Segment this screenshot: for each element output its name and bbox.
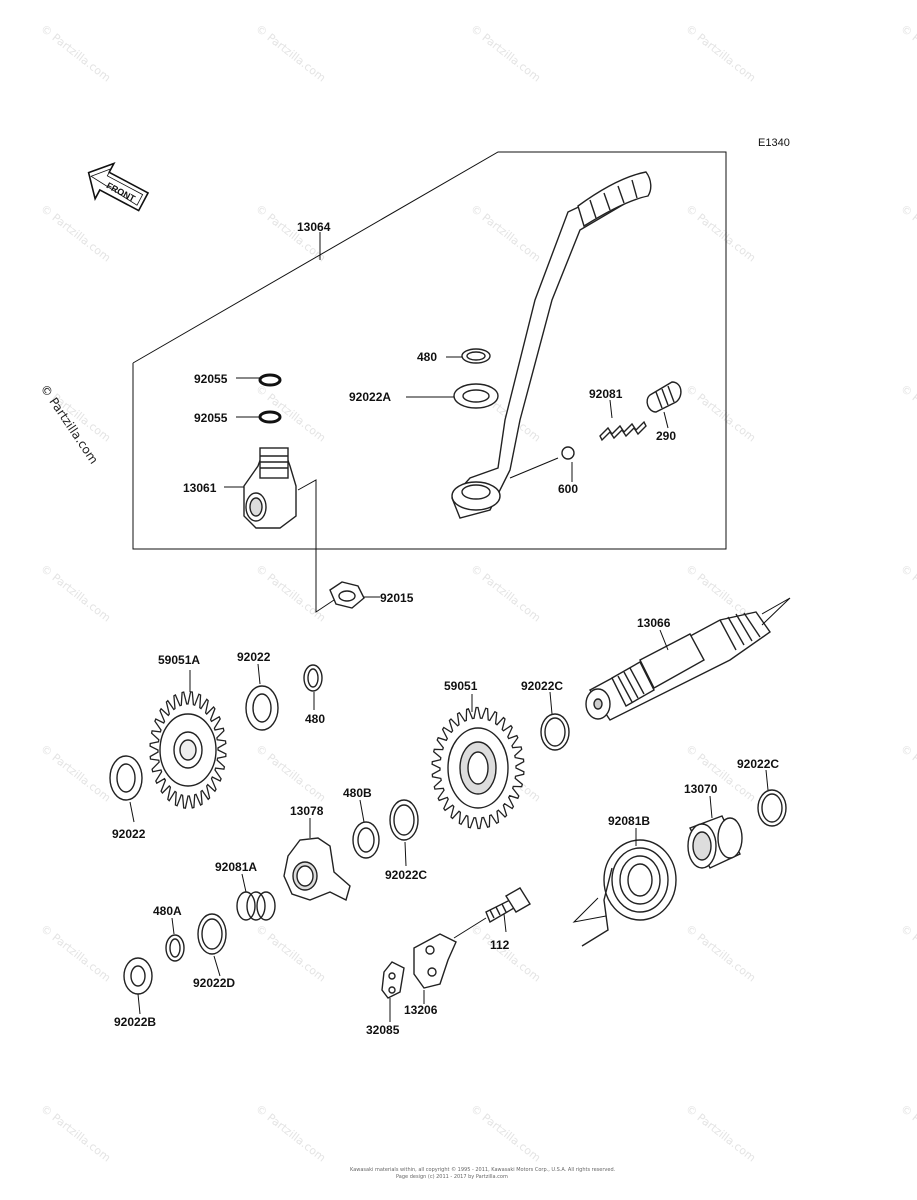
- label-13078: 13078: [290, 804, 324, 818]
- label-92081B: 92081B: [608, 814, 650, 828]
- label-480-mid: 480: [305, 712, 325, 726]
- part-92081B-spring: [572, 839, 677, 947]
- label-59051: 59051: [444, 679, 478, 693]
- label-92022-left: 92022: [112, 827, 146, 841]
- part-92022B: [123, 957, 153, 995]
- copyright-footer-line2: Page design (c) 2011 - 2017 by Partzilla…: [396, 1174, 508, 1180]
- watermark-text: © Partzilla.com: [468, 562, 543, 625]
- part-92022-top: [245, 685, 279, 731]
- label-13206: 13206: [404, 1003, 438, 1017]
- label-13064: 13064: [297, 220, 331, 234]
- watermark-text: © Partzilla.com: [38, 202, 113, 265]
- watermark-text: © Partzilla.com: [898, 202, 917, 265]
- part-92022-left: [109, 755, 143, 801]
- part-92022C-a: [540, 713, 570, 751]
- watermark-text: © Partzilla.com: [468, 1102, 543, 1165]
- label-13066: 13066: [637, 616, 671, 630]
- part-92055-b: [258, 410, 282, 424]
- copyright-footer-line1: Kawasaki materials within, all copyright…: [350, 1166, 616, 1173]
- watermark-text: © Partzilla.com: [898, 22, 917, 85]
- label-92022-top: 92022: [237, 650, 271, 664]
- part-92022C-b: [389, 799, 419, 841]
- label-92081A: 92081A: [215, 860, 257, 874]
- watermark-text: © Partzilla.com: [683, 22, 758, 85]
- label-480B: 480B: [343, 786, 372, 800]
- label-92015: 92015: [380, 591, 414, 605]
- watermark-text: © Partzilla.com: [38, 742, 113, 805]
- watermark-text: © Partzilla.com: [38, 922, 113, 985]
- watermark-text: © Partzilla.com: [683, 382, 758, 445]
- watermark-text: © Partzilla.com: [683, 202, 758, 265]
- label-13061: 13061: [183, 481, 217, 495]
- part-480B: [352, 821, 380, 859]
- watermark-text: © Partzilla.com: [468, 22, 543, 85]
- watermark-text: © Partzilla.com: [253, 22, 328, 85]
- label-600: 600: [558, 482, 578, 496]
- watermark-layer: © Partzilla.com © Partzilla.com © Partzill…: [38, 22, 917, 1165]
- part-92022D: [197, 913, 227, 955]
- assembly-box-outline: [132, 151, 727, 550]
- part-13206-pawl: [413, 933, 457, 989]
- part-480-mid: [303, 664, 323, 692]
- watermark-text: © Partzilla.com: [253, 922, 328, 985]
- label-480A: 480A: [153, 904, 182, 918]
- watermark-text: © Partzilla.com: [38, 22, 113, 85]
- label-92081: 92081: [589, 387, 623, 401]
- part-13078-ratchet: [283, 837, 351, 902]
- label-59051A: 59051A: [158, 653, 200, 667]
- watermark-text: © Partzilla.com: [683, 1102, 758, 1165]
- part-92022C-c: [757, 789, 787, 827]
- watermark-text: © Partzilla.com: [898, 742, 917, 805]
- watermark-text: © Partzilla.com: [253, 742, 328, 805]
- label-92055-a: 92055: [194, 372, 228, 386]
- watermark-text: © Partzilla.com: [898, 922, 917, 985]
- part-480A: [165, 934, 185, 962]
- part-290-plunger: [646, 381, 682, 413]
- part-59051A-gear: [149, 691, 227, 809]
- label-13070: 13070: [684, 782, 718, 796]
- label-92022C-c: 92022C: [737, 757, 779, 771]
- watermark-text: © Partzilla.com: [683, 922, 758, 985]
- label-92022C-b: 92022C: [385, 868, 427, 882]
- watermark-text: © Partzilla.com: [898, 382, 917, 445]
- diagram-code: E1340: [758, 137, 790, 149]
- part-92055-a: [258, 373, 282, 387]
- label-92022A: 92022A: [349, 390, 391, 404]
- part-92081-spring: [599, 420, 647, 442]
- watermark-text: © Partzilla.com: [38, 1102, 113, 1165]
- front-arrow-icon: FRONT: [87, 161, 150, 212]
- label-112: 112: [490, 938, 510, 952]
- watermark-text: © Partzilla.com: [253, 562, 328, 625]
- label-32085: 32085: [366, 1023, 400, 1037]
- part-112-bolt: [485, 887, 531, 924]
- kick-pedal-lever: [451, 171, 652, 519]
- part-59051-gear: [431, 706, 525, 830]
- watermark-text: © Partzilla.com: [898, 562, 917, 625]
- watermark-text: © Partzilla.com: [898, 1102, 917, 1165]
- watermark-text: © Partzilla.com: [253, 1102, 328, 1165]
- label-480-top: 480: [417, 350, 437, 364]
- part-13070-collar: [687, 815, 743, 869]
- part-92022A: [453, 383, 499, 409]
- label-92055-b: 92055: [194, 411, 228, 425]
- label-92022C-a: 92022C: [521, 679, 563, 693]
- watermark-text: © Partzilla.com: [468, 202, 543, 265]
- label-92022B: 92022B: [114, 1015, 156, 1029]
- part-13066-shaft: [585, 597, 791, 721]
- label-290: 290: [656, 429, 676, 443]
- part-600-ball: [561, 446, 575, 460]
- part-480-top: [461, 348, 491, 364]
- part-92015-nut: [329, 581, 365, 609]
- label-92022D: 92022D: [193, 976, 235, 990]
- part-13061-boss: [243, 447, 297, 529]
- part-32085-plate: [381, 961, 405, 999]
- part-92081A-spring: [236, 891, 276, 921]
- watermark-text: © Partzilla.com: [38, 562, 113, 625]
